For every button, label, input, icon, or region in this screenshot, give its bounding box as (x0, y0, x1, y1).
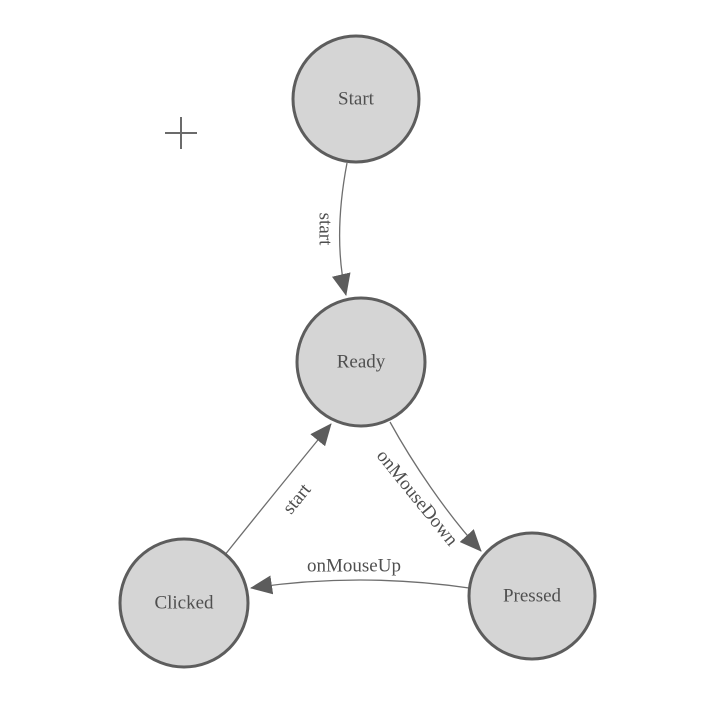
edge-ready-pressed[interactable]: onMouseDown (372, 421, 482, 552)
edge-line[interactable] (331, 162, 351, 296)
node-clicked[interactable]: Clicked (118, 537, 250, 669)
edge-label: start (279, 479, 316, 518)
node-start[interactable]: Start (291, 34, 421, 164)
edge-label: onMouseUp (307, 556, 401, 577)
node-label: Clicked (154, 593, 214, 614)
node-pressed[interactable]: Pressed (467, 531, 597, 661)
edge-line[interactable] (223, 423, 332, 557)
node-ready[interactable]: Ready (295, 296, 427, 428)
node-label: Ready (337, 352, 386, 373)
node-label: Start (338, 89, 375, 110)
node-circle[interactable] (291, 34, 421, 164)
edge-line[interactable] (250, 575, 470, 595)
edge-start-ready[interactable]: start (315, 162, 351, 296)
node-circle[interactable] (467, 531, 597, 661)
node-circle[interactable] (295, 296, 427, 428)
edge-pressed-clicked[interactable]: onMouseUp (250, 556, 470, 595)
node-label: Pressed (503, 586, 562, 607)
edge-clicked-ready[interactable]: start (223, 423, 332, 557)
node-circle[interactable] (118, 537, 250, 669)
crosshair-layer (165, 117, 197, 149)
edge-line[interactable] (389, 421, 482, 552)
edge-label: start (315, 213, 336, 246)
edge-label: onMouseDown (372, 446, 462, 551)
